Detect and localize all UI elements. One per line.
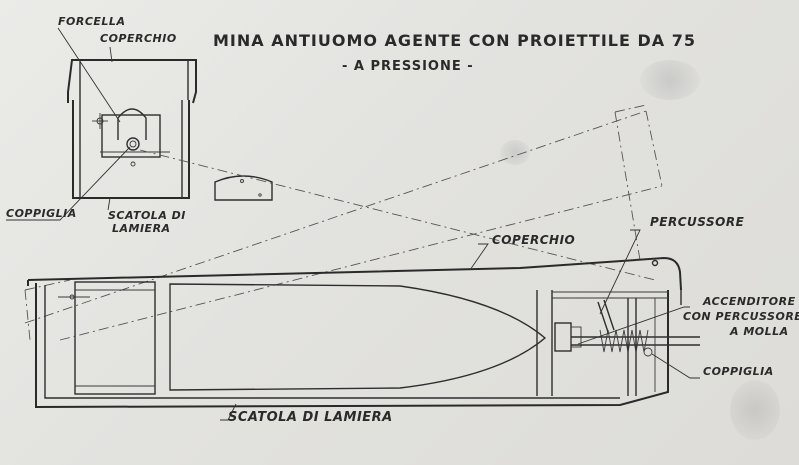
projectile-body	[169, 283, 547, 391]
striker-spring	[599, 329, 649, 353]
projection-line	[24, 110, 647, 324]
label-scatola-small-1: SCATOLA DI	[108, 209, 186, 222]
projection-lines	[24, 104, 663, 341]
paper-smudge	[730, 380, 780, 440]
striker-pin	[597, 301, 609, 333]
label-coperchio-small: COPERCHIO	[100, 32, 177, 45]
end-view-lid	[67, 59, 197, 104]
igniter-head	[554, 322, 572, 352]
label-forcella: FORCELLA	[58, 15, 126, 28]
projection-line	[645, 110, 663, 187]
leader-scatola-small	[107, 197, 111, 211]
cap-detail	[214, 175, 273, 201]
label-accenditore-3: A MOLLA	[730, 325, 789, 338]
label-scatola-small-2: LAMIERA	[112, 222, 171, 235]
leader-coppiglia-right	[651, 353, 700, 379]
end-view-box	[72, 100, 190, 199]
end-view-lid-sides	[79, 60, 189, 100]
cap-detail-dot	[258, 193, 262, 197]
cap-detail-dot	[240, 179, 244, 183]
projectile-base-block	[74, 281, 156, 395]
label-scatola-main: SCATOLA DI LAMIERA	[228, 410, 393, 425]
leader-coperchio-main	[469, 243, 489, 271]
fork	[101, 114, 161, 158]
leader-accenditore	[577, 306, 690, 345]
paper-smudge	[640, 60, 700, 100]
leader-coppiglia-left	[6, 146, 131, 221]
projection-line	[614, 104, 647, 113]
main-box	[35, 283, 669, 409]
label-accenditore-1: ACCENDITORE	[703, 295, 796, 308]
projection-line	[24, 279, 71, 291]
lid-hinge	[651, 259, 659, 267]
label-coppiglia-right: COPPIGLIA	[703, 365, 774, 378]
rod-cotter-pin	[643, 347, 653, 357]
label-coperchio-main: COPERCHIO	[492, 233, 576, 247]
leader-lines	[6, 27, 700, 421]
projection-line	[614, 111, 641, 261]
cotter-pin	[129, 140, 137, 148]
diagram-title: MINA ANTIUOMO AGENTE CON PROIETTILE DA 7…	[213, 31, 696, 50]
cotter-pin	[126, 137, 140, 151]
leader-scatola-main	[220, 403, 237, 421]
striker-pin	[603, 299, 615, 331]
label-percussore: PERCUSSORE	[650, 215, 745, 229]
projection-line	[24, 289, 31, 341]
diagram-subtitle: - A PRESSIONE -	[342, 59, 474, 74]
end-view-pin-dot	[130, 161, 136, 167]
end-view	[67, 59, 197, 199]
label-coppiglia-left: COPPIGLIA	[6, 207, 77, 220]
main-box-lining	[44, 285, 620, 399]
leader-forcella	[57, 27, 121, 123]
leader-percussore	[599, 229, 641, 315]
main-section-view	[27, 256, 700, 409]
fork-slot	[117, 108, 147, 140]
projection-line	[139, 149, 656, 281]
main-lid	[27, 256, 682, 291]
leader-coperchio-small	[109, 46, 113, 63]
label-accenditore-2: CON PERCUSSORE	[683, 310, 799, 323]
projection-line	[59, 185, 663, 341]
